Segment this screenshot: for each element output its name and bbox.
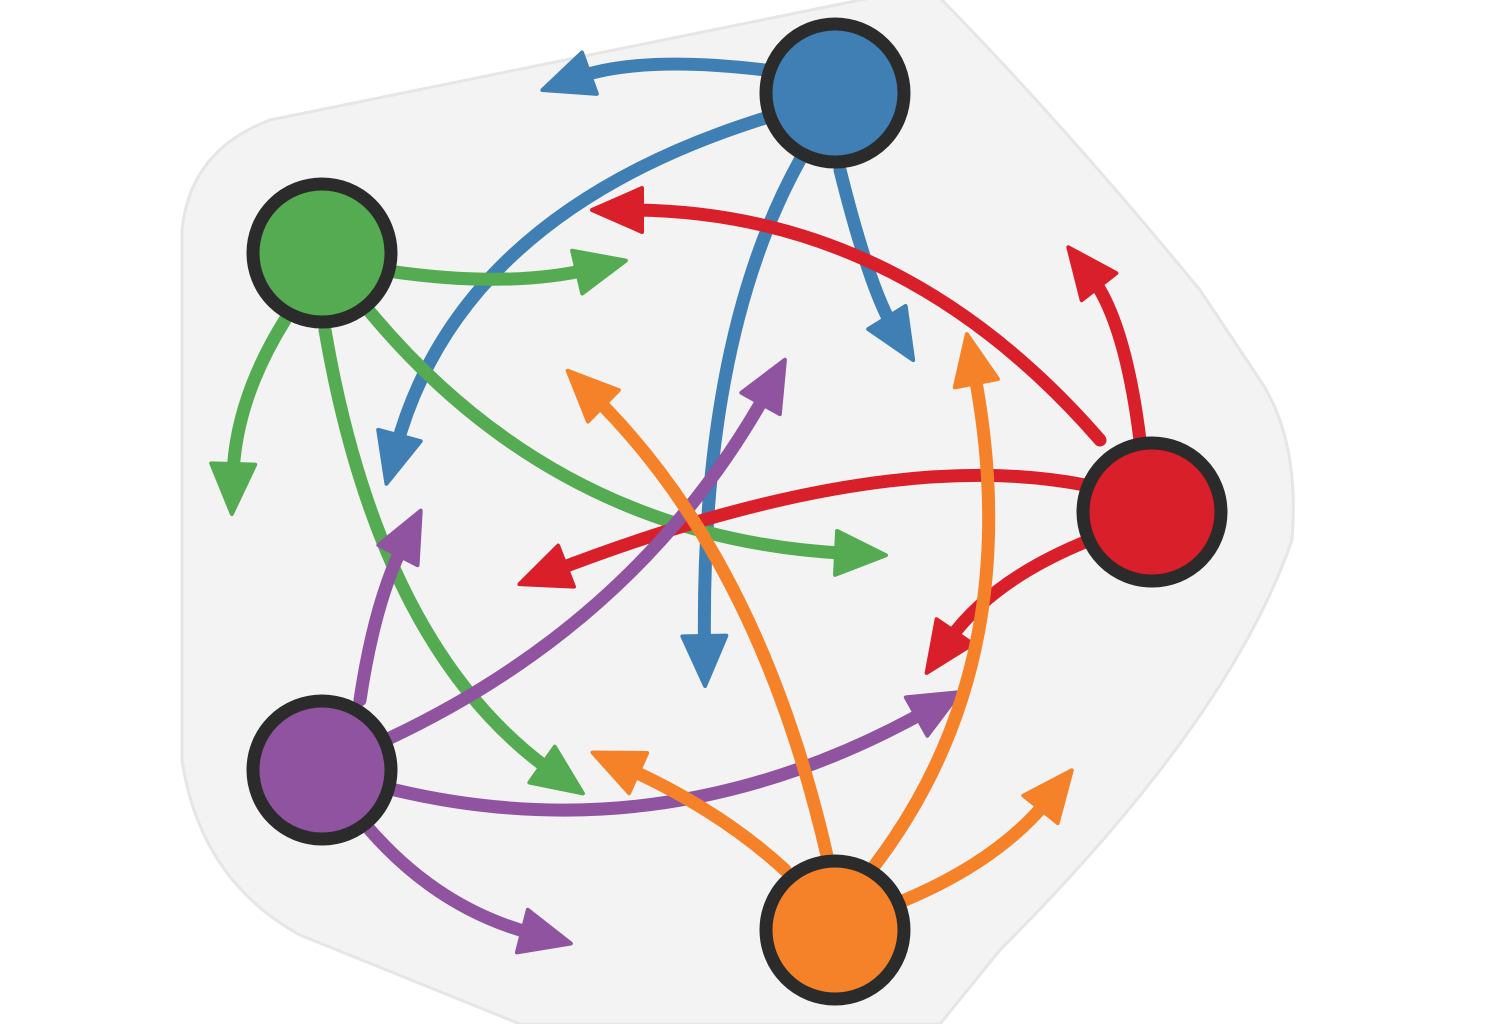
arrowhead [680, 633, 729, 688]
arrowhead [570, 248, 628, 296]
edge-green-5 [209, 313, 292, 516]
node-green [246, 177, 398, 329]
edge-line [621, 203, 1107, 447]
edge-line [586, 389, 835, 867]
edge-orange-17 [565, 368, 835, 867]
edge-line [383, 384, 774, 745]
arrowhead [565, 368, 621, 424]
arrowhead [540, 50, 599, 96]
nodes-layer [246, 17, 1228, 1006]
arrowhead [590, 186, 644, 234]
node-red [1076, 436, 1228, 588]
edge-blue-1 [376, 108, 782, 486]
arrowhead [952, 332, 1000, 390]
edge-red-10 [1066, 245, 1147, 447]
edge-blue-2 [680, 153, 807, 688]
node-orange [759, 854, 911, 1006]
arrowhead [833, 528, 888, 577]
edge-line [318, 323, 561, 780]
edge-line [697, 153, 807, 657]
edge-orange-16 [590, 750, 792, 877]
edge-line [389, 108, 782, 456]
edge-blue-0 [540, 50, 772, 96]
arrowhead [903, 690, 963, 738]
edge-red-8 [517, 468, 1092, 589]
edge-line [226, 313, 292, 485]
edge-purple-13 [353, 508, 423, 707]
arrowhead [1021, 768, 1074, 826]
edge-blue-3 [833, 163, 916, 363]
edge-line [940, 533, 1097, 650]
arrowhead [527, 744, 585, 796]
edge-line [546, 468, 1092, 578]
arrowhead [209, 461, 258, 516]
arrowhead [376, 508, 423, 568]
node-blue [759, 17, 911, 169]
arrowhead [517, 543, 576, 589]
edge-purple-14 [388, 690, 963, 817]
edge-red-11 [924, 533, 1097, 675]
edge-red-9 [590, 186, 1107, 447]
edge-line [388, 703, 936, 817]
arrowhead [1066, 245, 1119, 303]
arrowhead [590, 750, 650, 796]
edge-orange-18 [868, 332, 1000, 872]
arrowhead [866, 303, 916, 363]
edge-line [618, 760, 792, 877]
edge-purple-15 [363, 823, 573, 955]
edge-line [363, 305, 857, 561]
arrowhead [514, 907, 573, 955]
arrowhead [739, 357, 787, 417]
edge-line [363, 823, 543, 942]
arrowhead [376, 427, 423, 486]
edge-line [388, 262, 598, 286]
edge-line [868, 362, 996, 872]
edge-green-4 [388, 248, 628, 296]
edge-green-7 [318, 323, 585, 796]
edges-layer [209, 50, 1147, 955]
edge-line [898, 791, 1056, 907]
edge-purple-12 [383, 357, 787, 745]
arrowhead [924, 617, 975, 675]
edge-line [569, 57, 772, 85]
edge-green-6 [363, 305, 888, 577]
edge-orange-19 [898, 768, 1074, 907]
node-purple [246, 694, 398, 846]
